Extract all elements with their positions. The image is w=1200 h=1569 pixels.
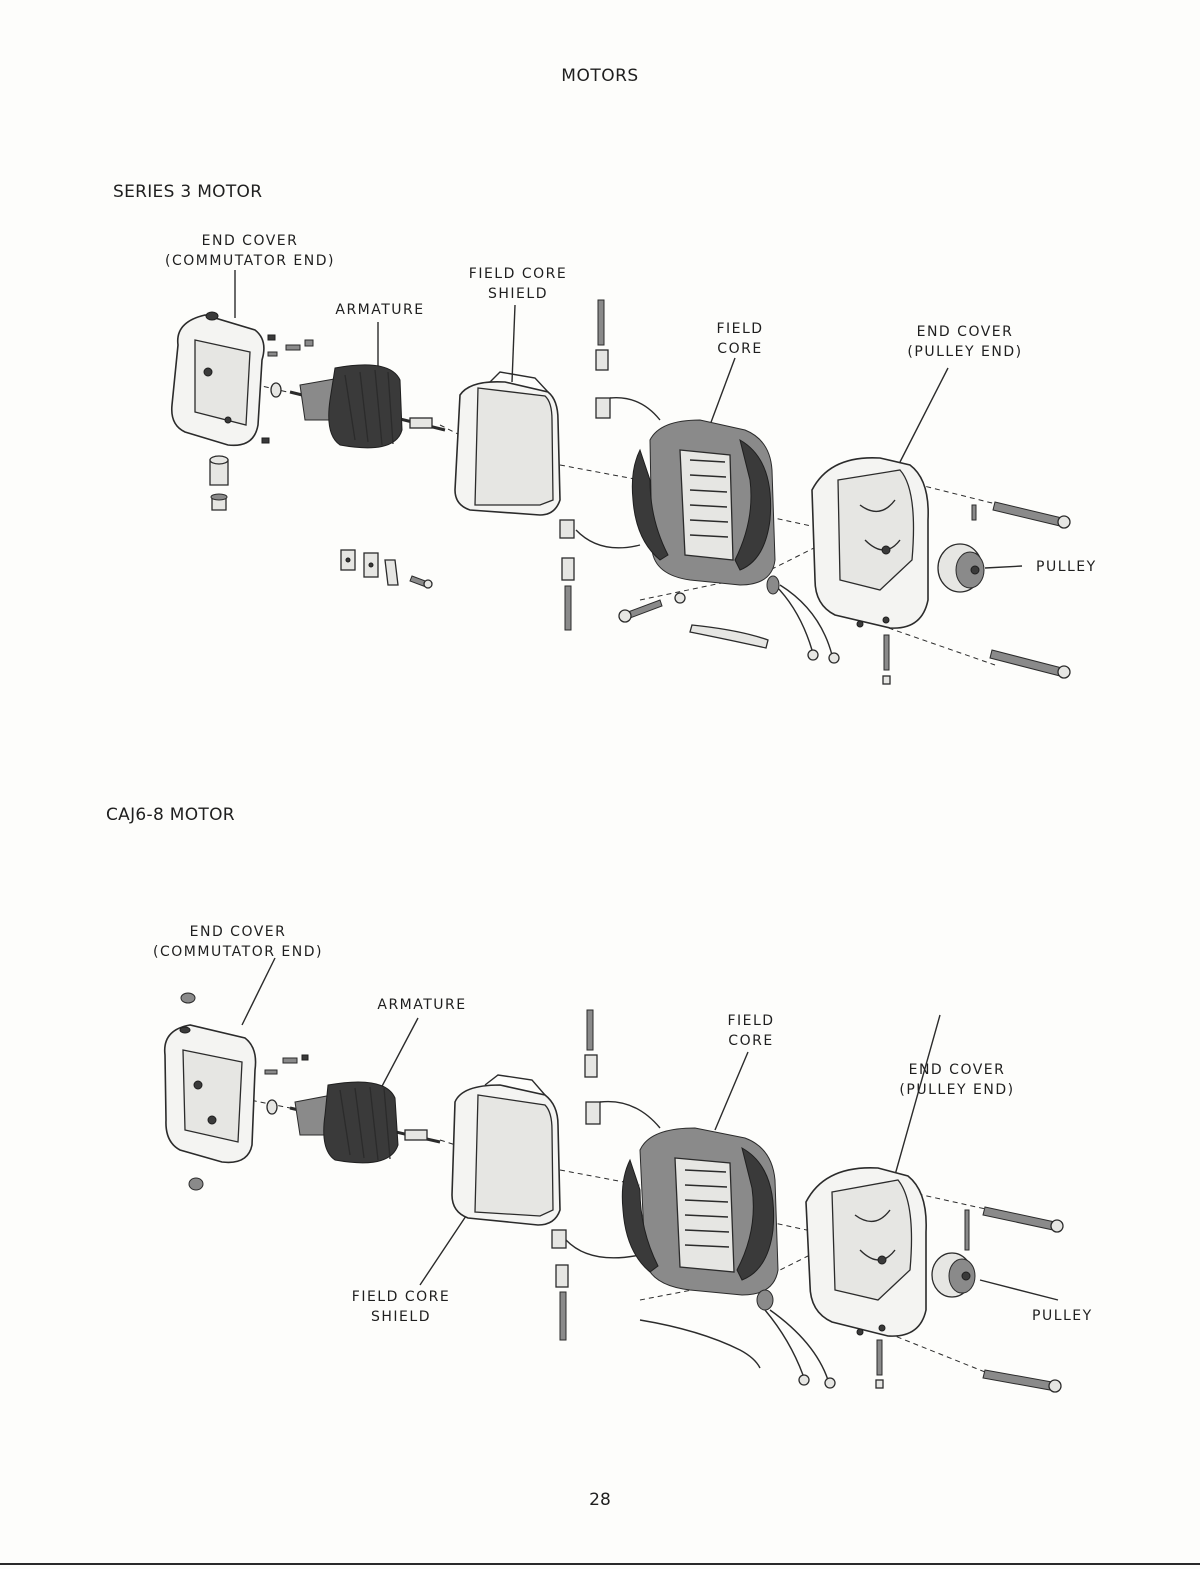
caj-armature — [289, 1081, 441, 1164]
caj-end-cover-commutator-end — [163, 992, 257, 1191]
caj-field-core-shield — [451, 1074, 561, 1226]
caj-leads — [639, 1289, 836, 1389]
series-3-through-bolts — [971, 501, 1071, 679]
caj-through-bolts — [964, 1206, 1064, 1393]
series-3-exploded-diagram: END COVER (COMMUTATOR END) ARMATURE FIEL… — [0, 0, 1200, 760]
series-3-field-core-shield — [454, 371, 561, 516]
series-3-brush-holder-bottom — [559, 519, 641, 631]
caj6-8-drawing — [163, 957, 1064, 1393]
caj-leader-field-core — [714, 1051, 749, 1131]
caj-label-field-core-shield: FIELD CORE SHIELD — [351, 1289, 451, 1325]
section-title-series-3: SERIES 3 MOTOR — [113, 182, 263, 202]
end-cover-commutator-end — [170, 311, 265, 447]
caj-label-pulley: PULLEY — [1032, 1308, 1093, 1324]
label-armature: ARMATURE — [335, 302, 425, 318]
leader-field-core — [709, 357, 736, 426]
caj-brush-holder-bottom — [551, 1229, 641, 1341]
caj-label-end-cover-commutator-end: END COVER (COMMUTATOR END) — [153, 924, 323, 960]
caj-leader-field-core-shield — [419, 1209, 471, 1286]
series-3-brush-screws — [261, 334, 314, 444]
page-title: MOTORS — [561, 66, 639, 86]
caj-field-core — [621, 1127, 779, 1296]
leader-pulley — [984, 565, 1023, 569]
series-3-brush-holder-top — [595, 299, 661, 421]
caj-leader-end-cover-comm — [241, 957, 276, 1026]
caj-brush-screws — [264, 1054, 309, 1115]
label-field-core-shield: FIELD CORE SHIELD — [468, 266, 568, 302]
caj-label-field-core: FIELD CORE — [727, 1013, 775, 1049]
series-3-field-core — [631, 419, 776, 586]
caj-leader-armature — [379, 1017, 419, 1091]
series-3-bolt-axis — [639, 479, 1001, 666]
series-3-end-cover-pulley-end — [811, 456, 929, 629]
caj-brush-holder-top — [584, 1009, 661, 1129]
label-end-cover-commutator-end: END COVER (COMMUTATOR END) — [165, 233, 335, 269]
label-field-core: FIELD CORE — [716, 321, 764, 357]
caj-pulley — [931, 1252, 976, 1298]
series-3-armature — [289, 364, 446, 449]
series-3-leads — [689, 575, 840, 664]
series-3-small-pins — [882, 634, 891, 685]
caj-small-pins — [875, 1339, 884, 1389]
label-pulley: PULLEY — [1036, 559, 1097, 575]
series-3-screw — [618, 592, 686, 623]
caj-label-armature: ARMATURE — [377, 997, 467, 1013]
series-3-bearing-sleeve — [209, 455, 229, 511]
caj-label-end-cover-pulley-end: END COVER (PULLEY END) — [899, 1062, 1015, 1098]
series-3-drawing — [170, 270, 1071, 685]
leader-end-cover-pulley — [899, 367, 949, 463]
caj-leader-pulley — [979, 1279, 1059, 1301]
page-bottom-rule — [0, 1563, 1200, 1565]
caj-leader-end-cover-pulley — [894, 1014, 941, 1176]
leader-field-core-shield — [511, 304, 516, 383]
page-number: 28 — [589, 1490, 611, 1510]
caj6-8-bolt-axis — [639, 1189, 991, 1373]
caj6-8-exploded-diagram: END COVER (COMMUTATOR END) ARMATURE FIEL… — [0, 880, 1200, 1440]
series-3-clips — [340, 549, 433, 589]
caj-end-cover-pulley-end — [805, 1167, 927, 1337]
section-title-caj6-8: CAJ6-8 MOTOR — [106, 805, 235, 825]
series-3-pulley — [937, 543, 985, 593]
label-end-cover-pulley-end: END COVER (PULLEY END) — [907, 324, 1023, 360]
